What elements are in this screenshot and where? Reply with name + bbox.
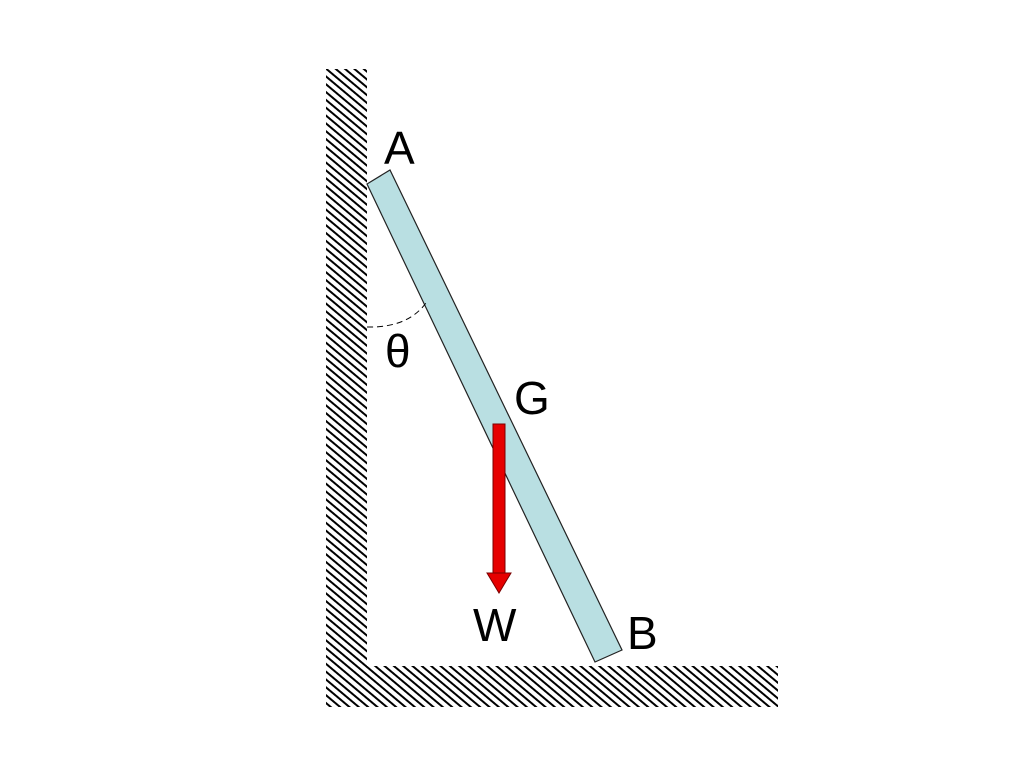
wall [326,69,367,666]
label-g: G [514,372,550,424]
label-b: B [627,607,658,659]
ladder-rod [366,169,623,663]
floor [326,666,778,707]
weight-arrow-head [486,572,512,594]
label-theta: θ [385,325,411,377]
label-a: A [384,122,415,174]
angle-arc [366,299,429,328]
label-w: W [473,599,517,651]
weight-arrow-shaft [492,423,506,575]
